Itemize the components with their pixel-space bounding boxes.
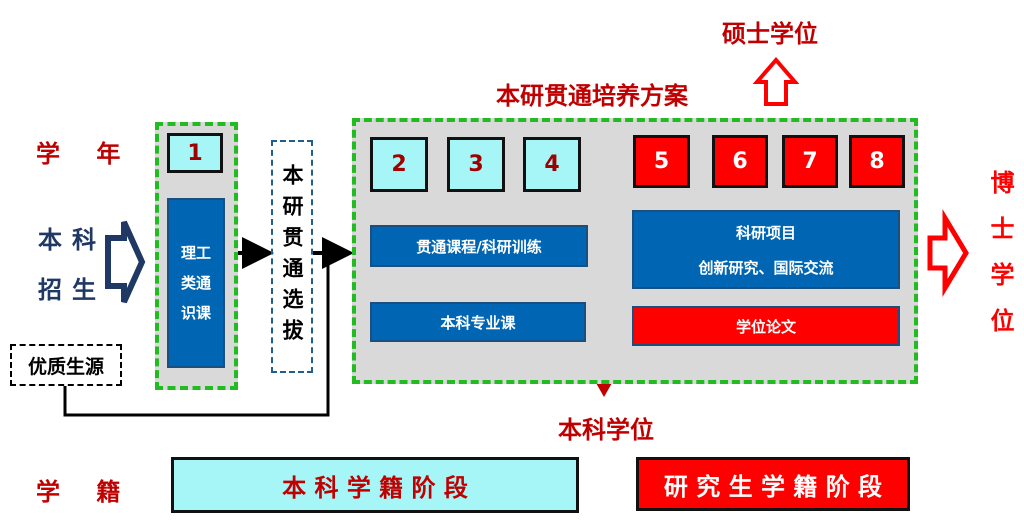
bachelor-degree-label: 本科学位 (558, 416, 654, 444)
master-degree-label: 硕士学位 (722, 20, 818, 48)
research-subtitle: 创新研究、国际交流 (698, 258, 834, 277)
doctor-right-arrow-icon (927, 208, 969, 298)
year-box-8: 8 (849, 135, 905, 188)
enroll-label-1: 本科 (38, 226, 106, 254)
research-title: 科研项目 (735, 223, 796, 242)
year-box-2: 2 (370, 137, 428, 192)
research-box: 科研项目 创新研究、国际交流 (632, 210, 900, 289)
major-courses-box: 本科专业课 (370, 302, 586, 342)
quality-source-line (63, 253, 330, 417)
year-label: 学 年 (36, 140, 135, 168)
general-course-box: 理工类通识课 (167, 198, 225, 368)
program-title: 本研贯通培养方案 (496, 82, 688, 110)
year-box-4: 4 (523, 137, 581, 192)
selection-box: 本研贯通选拔 (271, 140, 313, 373)
integrated-courses-box: 贯通课程/科研训练 (370, 225, 588, 267)
doctor-degree-label: 博士学位 (986, 170, 1014, 354)
enroll-arrow-icon (105, 220, 146, 304)
year-box-5: 5 (633, 135, 690, 188)
year-box-6: 6 (712, 135, 768, 188)
undergrad-stage-bar: 本 科 学 籍 阶 段 (171, 457, 579, 513)
quality-source-box: 优质生源 (10, 344, 122, 386)
master-up-arrow-icon (752, 56, 800, 106)
status-label: 学 籍 (36, 478, 135, 506)
year-box-7: 7 (782, 135, 838, 188)
grad-stage-bar: 研 究 生 学 籍 阶 段 (636, 457, 910, 511)
thesis-box: 学位论文 (632, 306, 900, 346)
year-box-3: 3 (447, 137, 505, 192)
year-box-1: 1 (167, 133, 223, 173)
enroll-label-2: 招生 (38, 276, 106, 304)
